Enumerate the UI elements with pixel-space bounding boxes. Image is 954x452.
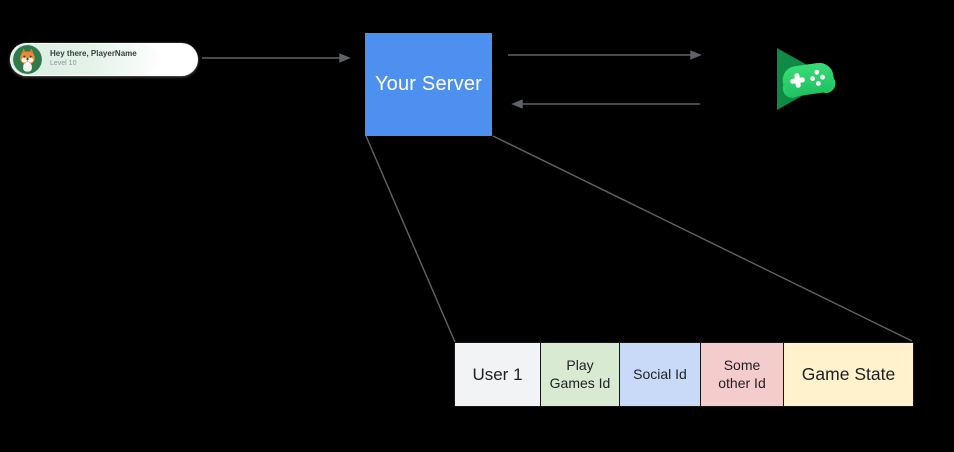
cell-some-other-id: Some other Id [700,342,784,407]
server-box-label: Your Server [374,73,483,95]
server-box: Your Server [365,33,492,136]
playgames-to-server-arrow [511,99,700,109]
cell-play-games-id: Play Games Id [540,342,620,407]
server-to-table-right-line [492,135,913,342]
player-level-text: Level 10 [50,60,77,67]
google-play-games-logo-icon [770,40,842,116]
gamepad-glyph [782,62,836,98]
player-greeting-text: Hey there, PlayerName [50,49,137,58]
cell-user: User 1 [454,342,541,407]
table-row: User 1 Play Games Id Social Id Some othe… [454,342,914,407]
cell-game-state: Game State [783,342,914,407]
player-greeting-card: Hey there, PlayerName Level 10 [10,43,198,76]
cell-social-id: Social Id [619,342,701,407]
server-to-table-left-line [365,135,456,343]
fox-avatar-icon [13,45,42,74]
user-record-table: User 1 Play Games Id Social Id Some othe… [454,342,914,407]
client-to-server-arrow [202,53,351,63]
server-to-playgames-arrow [508,50,702,60]
